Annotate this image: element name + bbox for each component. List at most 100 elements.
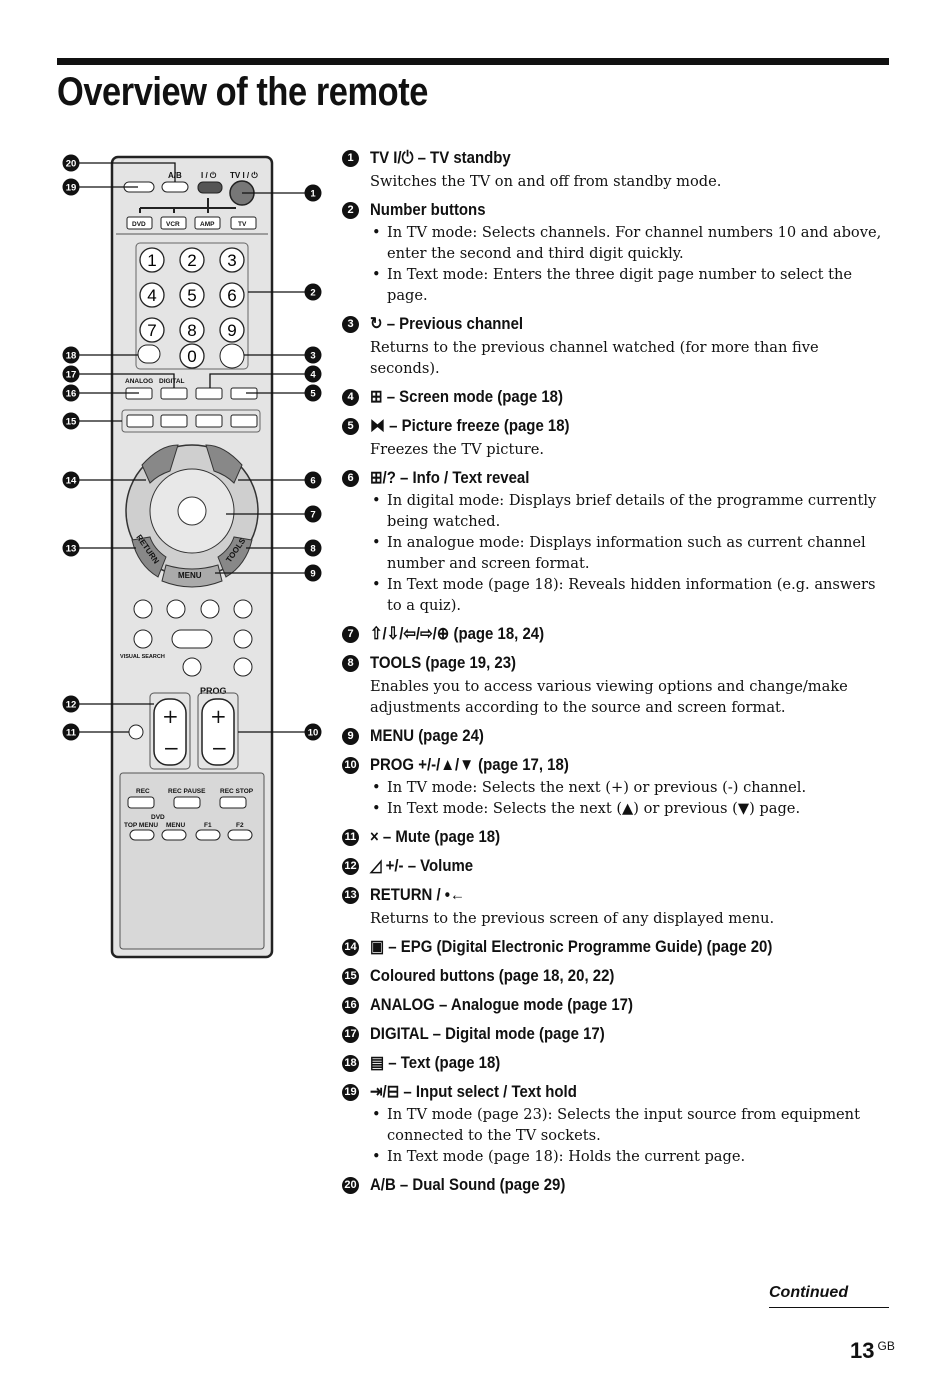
tools-button[interactable]: [217, 536, 253, 578]
blue-button[interactable]: [230, 414, 258, 428]
item-title: PROG +/-/▲/▼ (page 17, 18): [370, 755, 569, 774]
f2-button[interactable]: [227, 829, 253, 841]
digit-button[interactable]: [219, 317, 245, 343]
f1-button[interactable]: [195, 829, 221, 841]
return-button[interactable]: [131, 536, 167, 578]
dvd-button[interactable]: [126, 216, 153, 230]
amp-button[interactable]: [194, 216, 221, 230]
callout-number: 9: [310, 569, 315, 580]
item-heading: 11× – Mute (page 18): [342, 826, 890, 848]
ab-button[interactable]: [161, 181, 189, 193]
item-number-badge: 10: [342, 756, 359, 774]
item-title: Coloured buttons (page 18, 20, 22): [370, 966, 615, 985]
svg-text:−: −: [163, 736, 180, 760]
playback-button[interactable]: [233, 599, 253, 619]
playback-button[interactable]: [166, 599, 186, 619]
dvd-menu-button[interactable]: [161, 829, 187, 841]
item-number-badge: 7: [342, 625, 359, 643]
playback-button[interactable]: [182, 657, 202, 677]
playback-button[interactable]: [133, 629, 153, 649]
bullet-point: In Text mode (page 18): Reveals hidden i…: [370, 574, 890, 616]
green-button[interactable]: [160, 414, 188, 428]
callout-number: 6: [310, 476, 315, 487]
bullet-point: In digital mode: Displays brief details …: [370, 490, 890, 532]
tv-power-label: TV I / ⏻: [230, 171, 258, 180]
item-heading: 6⊞/? – Info / Text reveal: [342, 467, 890, 489]
playback-button[interactable]: [200, 599, 220, 619]
rec-stop-button[interactable]: [219, 796, 247, 809]
item-heading: 19 ⇥/⊟ – Input select / Text hold: [342, 1081, 890, 1103]
item-title: ⇧/⇩/⇦/⇨/⊕ (page 18, 24): [370, 624, 545, 643]
epg-button[interactable]: [141, 444, 179, 484]
rec-label: REC: [136, 788, 150, 795]
previous-channel-button[interactable]: [219, 343, 245, 369]
yellow-button[interactable]: [195, 414, 223, 428]
tv-mode-button[interactable]: [230, 216, 257, 230]
callout-badge: [62, 384, 80, 402]
digit-button[interactable]: [219, 282, 245, 308]
mute-button[interactable]: [128, 724, 144, 740]
rec-pause-button[interactable]: [173, 796, 201, 809]
digit-button[interactable]: [179, 343, 205, 369]
callout-number: 8: [310, 544, 315, 555]
top-menu-button[interactable]: [129, 829, 155, 841]
list-item: 4⊞ – Screen mode (page 18): [342, 386, 890, 408]
info-button[interactable]: [205, 444, 243, 484]
digit-button[interactable]: [179, 247, 205, 273]
ok-button[interactable]: [177, 496, 207, 526]
digit-button[interactable]: [219, 247, 245, 273]
digit-button[interactable]: [179, 317, 205, 343]
item-number-badge: 17: [342, 1025, 359, 1043]
playback-button[interactable]: [233, 629, 253, 649]
screen-mode-button[interactable]: [195, 387, 223, 400]
digit-button[interactable]: [139, 247, 165, 273]
page-suffix: GB: [877, 1339, 895, 1353]
callout-badge: [62, 178, 80, 196]
callout-number: 15: [66, 417, 77, 428]
power-button[interactable]: [197, 181, 223, 194]
item-heading: 7 ⇧/⇩/⇦/⇨/⊕ (page 18, 24): [342, 623, 890, 645]
item-title: TV I/⏻ – TV standby: [370, 148, 511, 167]
playback-button[interactable]: [233, 657, 253, 677]
digit-button[interactable]: [179, 282, 205, 308]
callout-number: 18: [66, 351, 77, 362]
tv-label: TV: [238, 221, 247, 228]
digit-label: 0: [187, 347, 196, 366]
volume-rocker[interactable]: [153, 698, 187, 766]
playback-button[interactable]: [133, 599, 153, 619]
digit-label: 4: [147, 286, 156, 305]
item-number-badge: 14: [342, 938, 359, 956]
digital-button[interactable]: [160, 387, 188, 400]
item-number-badge: 16: [342, 996, 359, 1014]
digit-button[interactable]: [139, 282, 165, 308]
red-button[interactable]: [126, 414, 154, 428]
callout-number: 4: [310, 370, 316, 381]
play-button[interactable]: [171, 629, 213, 649]
item-title: RETURN / •←: [370, 885, 465, 904]
item-title: ⇥/⊟ – Input select / Text hold: [370, 1082, 577, 1101]
digit-button[interactable]: [139, 317, 165, 343]
callout-badge: [304, 184, 322, 202]
menu-button[interactable]: [161, 564, 223, 588]
visual-search-label: VISUAL SEARCH: [120, 654, 165, 660]
item-bullets: In digital mode: Displays brief details …: [370, 490, 890, 616]
prog-rocker[interactable]: [201, 698, 235, 766]
prog-label: PROG: [200, 686, 227, 696]
digital-label: DIGITAL: [159, 378, 185, 385]
rec-stop-label: REC STOP: [220, 788, 254, 795]
item-number-badge: 19: [342, 1083, 359, 1101]
vcr-button[interactable]: [160, 216, 187, 230]
callout-number: 17: [66, 370, 77, 381]
rec-button[interactable]: [127, 796, 155, 809]
callout-badge: [304, 539, 322, 557]
